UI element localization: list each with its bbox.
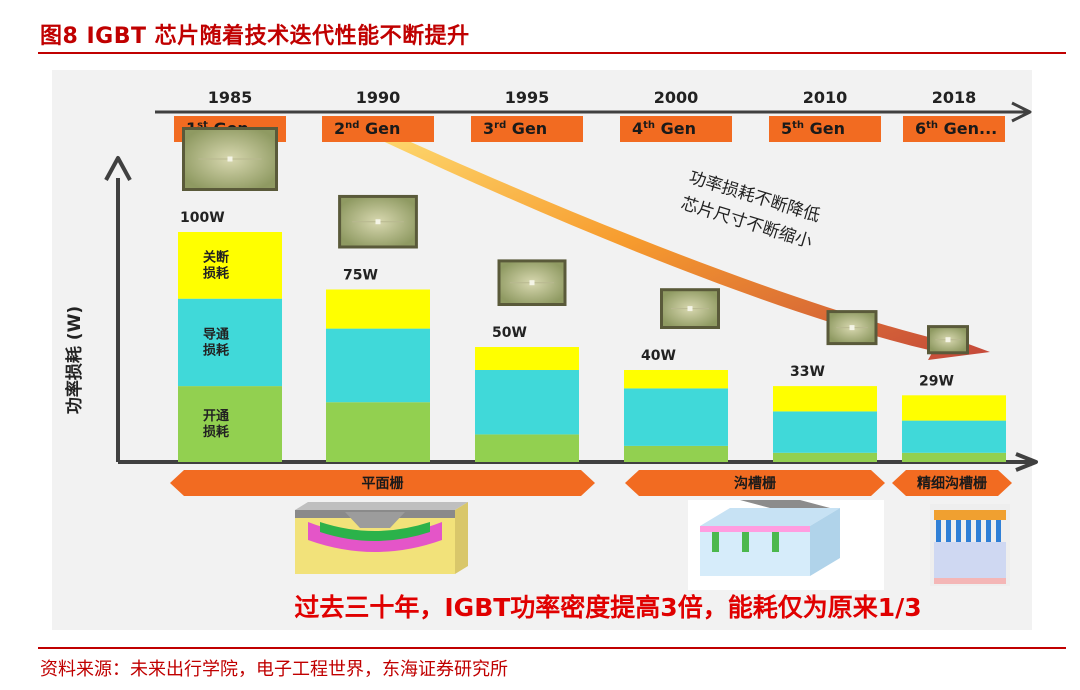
- bar-1995-turn-off-loss: [475, 347, 579, 370]
- technology-band-2: [625, 470, 885, 496]
- chip-image-1990: [338, 194, 418, 249]
- generation-label-6: 6th Gen...: [915, 119, 997, 138]
- total-label-1990: 75W: [343, 268, 378, 284]
- x-axis-arrowhead: [1015, 452, 1038, 472]
- bar-2000-turn-on-loss: [624, 445, 728, 462]
- bar-1985-turn-on-loss: [178, 386, 282, 462]
- chip-images-layer: [182, 127, 969, 355]
- technology-label-3: 精细沟槽栅: [917, 475, 987, 492]
- generation-box-3: [471, 116, 583, 142]
- segment-label-turn-off-loss: 关断损耗: [203, 249, 229, 281]
- bar-2018-turn-off-loss: [902, 395, 1006, 421]
- generation-box-6: [903, 116, 1005, 142]
- source-rule: [38, 647, 1066, 649]
- year-label-2018: 2018: [932, 88, 977, 107]
- chip-image-1985: [182, 127, 278, 191]
- title-rule: [38, 52, 1066, 54]
- generation-label-4: 4th Gen: [632, 119, 696, 138]
- bar-2018-turn-on-loss: [902, 452, 1006, 462]
- year-label-2000: 2000: [654, 88, 699, 107]
- y-axis-label: 功率损耗 (W): [64, 306, 85, 414]
- total-label-2018: 29W: [919, 373, 954, 389]
- bar-1990-conduction-loss: [326, 328, 430, 403]
- conclusion-text: 过去三十年，IGBT功率密度提高3倍，能耗仅为原来1/3: [294, 593, 921, 622]
- bar-2018-conduction-loss: [902, 420, 1006, 453]
- total-label-2000: 40W: [641, 348, 676, 364]
- total-label-1995: 50W: [492, 325, 527, 341]
- chip-image-2018: [927, 325, 969, 355]
- generation-box-4: [620, 116, 732, 142]
- year-label-1995: 1995: [505, 88, 550, 107]
- bar-1985-conduction-loss: [178, 298, 282, 387]
- bar-2010-turn-off-loss: [773, 386, 877, 412]
- chip-image-2000: [660, 288, 720, 329]
- y-axis-arrowhead: [104, 156, 132, 181]
- bars-layer: 100W 75W 50W 40W 33W 29W 开通损耗 导通损耗 关断损耗: [178, 210, 1006, 462]
- chip-image-2010: [826, 310, 878, 346]
- timeline-arrowhead: [1011, 101, 1032, 123]
- technology-label-2: 沟槽栅: [734, 475, 776, 492]
- chip-image-1995: [497, 259, 567, 306]
- fine-trench-cross-section: [930, 504, 1010, 586]
- total-label-2010: 33W: [790, 364, 825, 380]
- planar-gate-cross-section: [295, 502, 468, 574]
- year-label-1985: 1985: [208, 88, 253, 107]
- total-label-1985: 100W: [180, 210, 225, 226]
- generation-label-2: 2nd Gen: [334, 119, 400, 138]
- source-note: 资料来源：未来出行学院，电子工程世界，东海证券研究所: [40, 659, 508, 680]
- generation-label-3: 3rd Gen: [483, 119, 547, 138]
- technology-band-1: [170, 470, 595, 496]
- bar-2000-conduction-loss: [624, 388, 728, 446]
- generation-box-5: [769, 116, 881, 142]
- bar-1995-turn-on-loss: [475, 434, 579, 462]
- generation-label-5: 5th Gen: [781, 119, 845, 138]
- year-label-2010: 2010: [803, 88, 848, 107]
- trench-gate-cross-section: [688, 500, 884, 590]
- technology-layer: 平面栅 沟槽栅 精细沟槽栅: [170, 470, 1012, 590]
- bar-1985-turn-off-loss: [178, 232, 282, 299]
- bar-1990-turn-on-loss: [326, 402, 430, 462]
- figure-title: 图8 IGBT 芯片随着技术迭代性能不断提升: [40, 24, 470, 49]
- technology-label-1: 平面栅: [362, 476, 404, 492]
- bar-2000-turn-off-loss: [624, 370, 728, 389]
- bar-1990-turn-off-loss: [326, 289, 430, 329]
- year-label-1990: 1990: [356, 88, 401, 107]
- bar-2010-conduction-loss: [773, 411, 877, 453]
- generation-box-2: [322, 116, 434, 142]
- bar-2010-turn-on-loss: [773, 452, 877, 462]
- segment-label-turn-on-loss: 开通损耗: [203, 408, 229, 440]
- technology-band-3: [892, 470, 1012, 496]
- bar-1995-conduction-loss: [475, 370, 579, 435]
- segment-label-conduction-loss: 导通损耗: [203, 326, 229, 358]
